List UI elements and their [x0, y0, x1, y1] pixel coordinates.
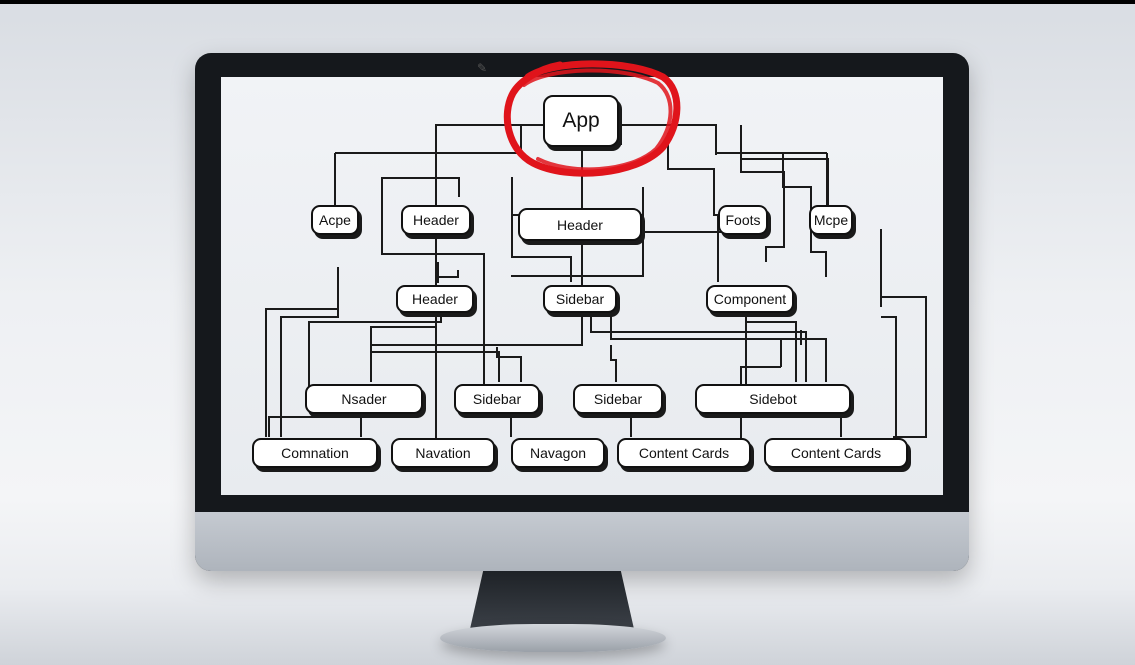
node-app: App [543, 95, 619, 147]
red-highlight-circle [503, 60, 681, 177]
node-header-mid: Header [396, 285, 474, 313]
node-sidebar-row3-a: Sidebar [454, 384, 540, 414]
pencil-icon: ✎ [476, 61, 488, 75]
node-sidebar-row3-b: Sidebar [573, 384, 663, 414]
monitor-chin [195, 512, 969, 571]
node-navation: Navation [391, 438, 495, 468]
node-component: Component [706, 285, 794, 313]
node-header-top-center: Header [518, 208, 642, 241]
monitor-screen: App Acpe Header Header Foots Mcpe Header… [221, 77, 943, 495]
node-content-cards-b: Content Cards [764, 438, 908, 468]
monitor-stand-neck [470, 571, 634, 629]
node-navagon: Navagon [511, 438, 605, 468]
monitor-stand-base [440, 624, 666, 652]
node-sidebar-mid: Sidebar [543, 285, 617, 313]
node-sidebot: Sidebot [695, 384, 851, 414]
node-comnation: Comnation [252, 438, 378, 468]
node-mcpe: Mcpe [809, 205, 853, 235]
node-header-top-left: Header [401, 205, 471, 235]
node-acpe: Acpe [311, 205, 359, 235]
node-nsader: Nsader [305, 384, 423, 414]
node-foots: Foots [718, 205, 768, 235]
node-content-cards-a: Content Cards [617, 438, 751, 468]
top-black-bar [0, 0, 1135, 4]
